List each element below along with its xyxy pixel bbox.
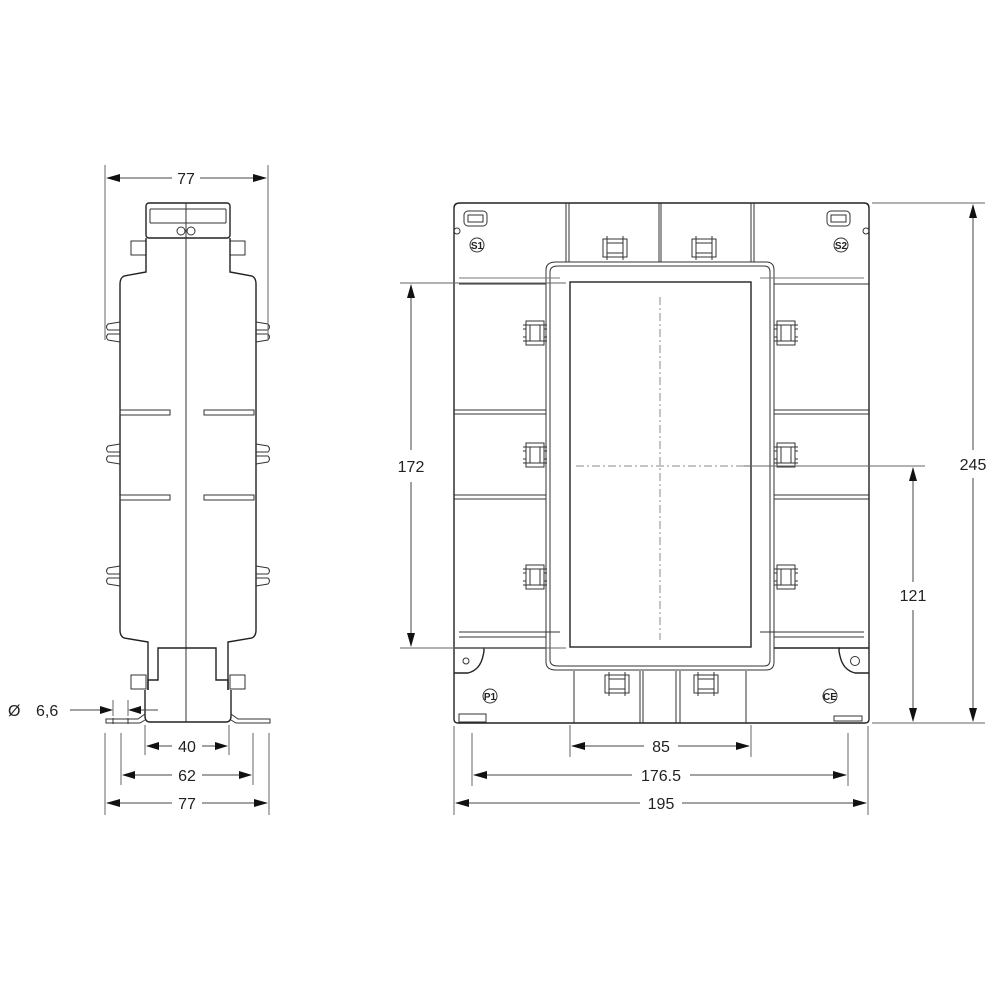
window-opening bbox=[569, 281, 752, 648]
side-screw-icon bbox=[176, 226, 186, 236]
side-foot-right bbox=[230, 713, 271, 724]
terminal-s2 bbox=[826, 210, 851, 227]
dim-total-width: 195 bbox=[648, 796, 675, 813]
side-body-outline bbox=[119, 238, 257, 690]
front-outer-frame bbox=[453, 202, 870, 724]
dim-inner-base-width: 40 bbox=[178, 739, 196, 756]
dim-total-height: 245 bbox=[960, 457, 987, 474]
front-view: S1 S2 bbox=[453, 202, 870, 724]
side-view-dimensions: 77 Ø 6,6 40 62 77 bbox=[8, 165, 270, 815]
dim-side-base-width: 77 bbox=[178, 796, 196, 813]
marking-p1: P1 bbox=[484, 692, 497, 703]
marking-s1: S1 bbox=[471, 241, 484, 252]
side-top-cap bbox=[145, 202, 231, 239]
marking-s2: S2 bbox=[835, 241, 848, 252]
window-frame-outer bbox=[545, 261, 775, 671]
diameter-symbol: Ø bbox=[8, 703, 20, 720]
side-foot-left bbox=[105, 713, 146, 724]
front-view-dimensions: 172 245 121 85 176.5 bbox=[398, 202, 987, 815]
terminal-s1 bbox=[463, 210, 488, 227]
dim-mounting-hole-spacing: 176.5 bbox=[641, 768, 681, 785]
dim-hole-diameter: 6,6 bbox=[36, 703, 58, 720]
dim-window-height: 172 bbox=[398, 459, 425, 476]
dim-center-height: 121 bbox=[900, 588, 927, 605]
side-view bbox=[105, 202, 271, 724]
dim-hole-spacing: 62 bbox=[178, 768, 196, 785]
dim-side-top-width: 77 bbox=[177, 171, 195, 188]
dim-window-width: 85 bbox=[652, 739, 670, 756]
marking-ce: CE bbox=[823, 692, 837, 703]
